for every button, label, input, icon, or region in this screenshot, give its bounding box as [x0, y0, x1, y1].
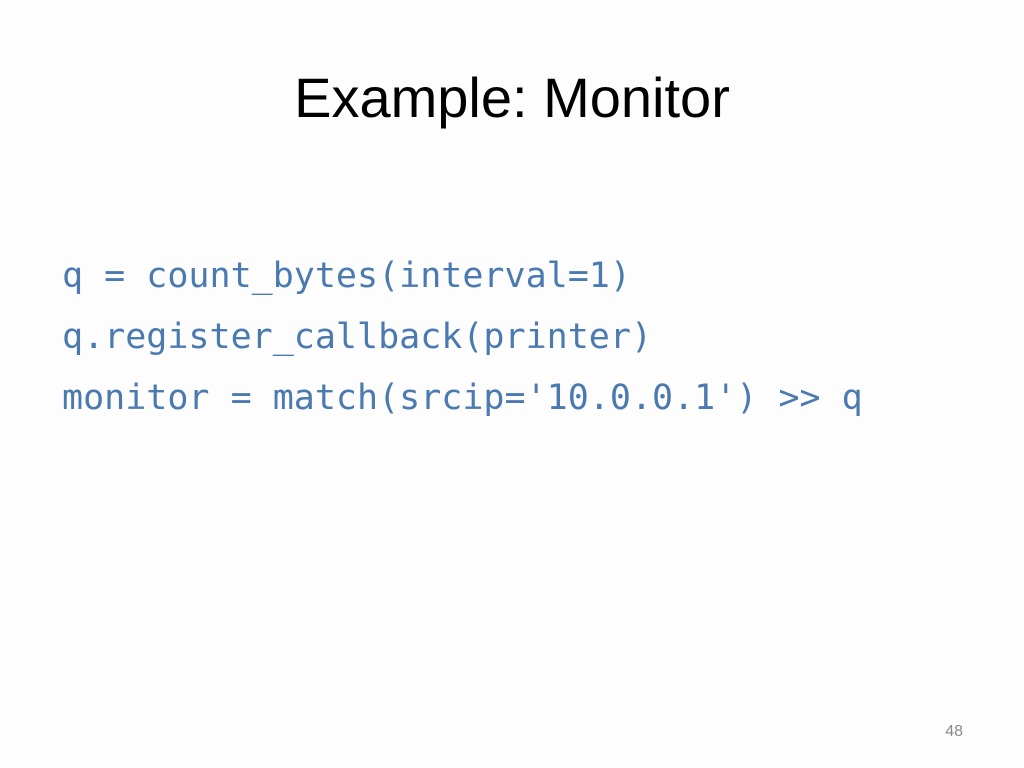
code-line: q.register_callback(printer): [62, 317, 653, 357]
slide-number: 48: [945, 723, 963, 740]
code-block: q = count_bytes(interval=1) q.register_c…: [62, 246, 863, 429]
code-line: q = count_bytes(interval=1): [62, 256, 631, 296]
code-line: monitor = match(srcip='10.0.0.1') >> q: [62, 378, 863, 418]
slide-title: Example: Monitor: [294, 66, 730, 129]
